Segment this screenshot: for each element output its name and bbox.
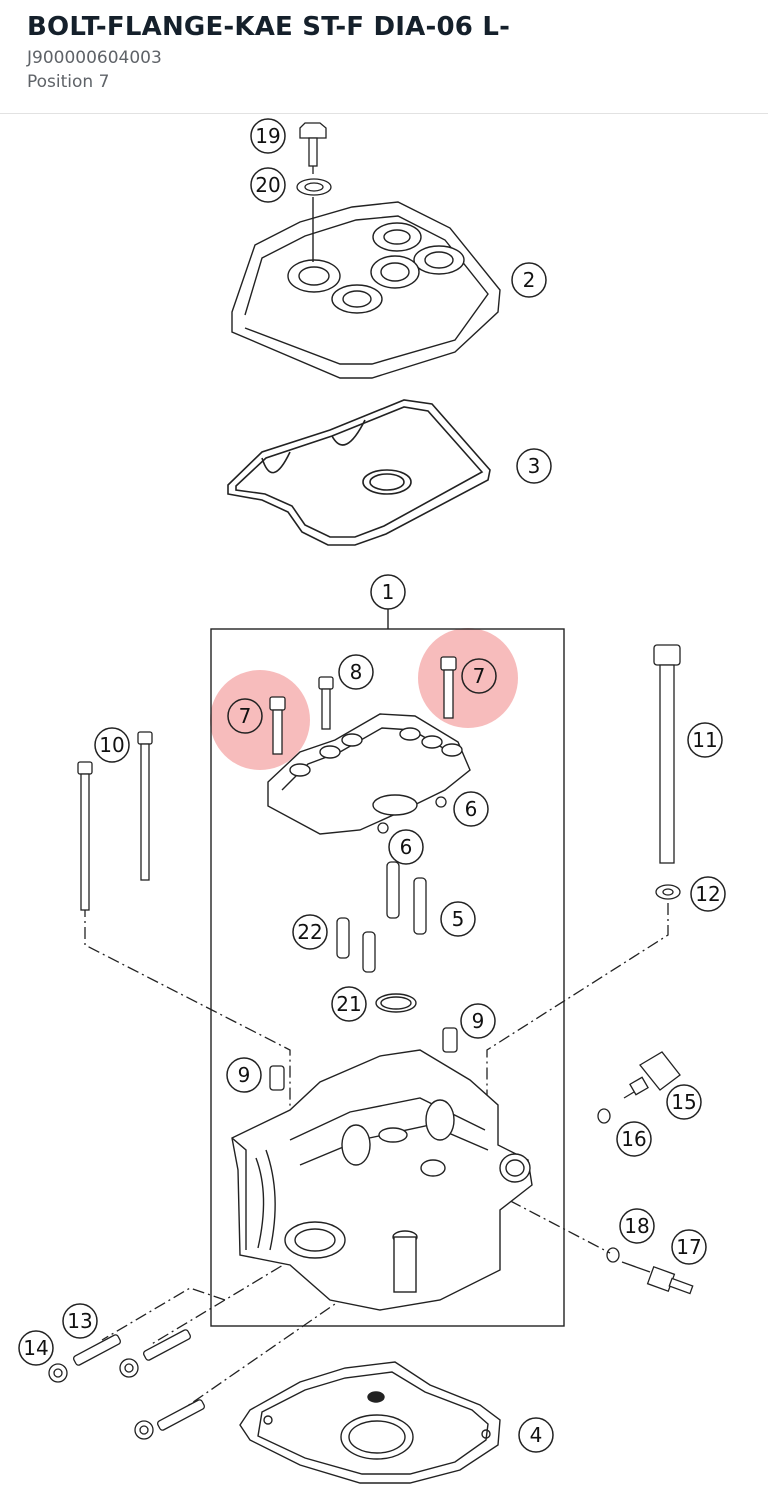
callout-18[interactable]: 18 — [619, 1208, 655, 1244]
camshaft-carrier — [267, 713, 471, 835]
part-13-studs — [72, 1329, 206, 1431]
callout-5[interactable]: 5 — [440, 901, 476, 937]
callout-12[interactable]: 12 — [690, 876, 726, 912]
part-16-o-ring — [597, 1108, 611, 1124]
part-7-bolt-right — [440, 656, 457, 719]
svg-text:3: 3 — [528, 454, 541, 478]
callout-21[interactable]: 21 — [331, 986, 367, 1022]
svg-text:20: 20 — [255, 173, 280, 197]
callout-7-left[interactable]: 7 — [227, 698, 263, 734]
svg-text:17: 17 — [676, 1235, 701, 1259]
page-header: BOLT-FLANGE-KAE ST-F DIA-06 L- J90000060… — [0, 0, 768, 114]
part-6-plug-upper — [435, 796, 447, 808]
cylinder-head-group-box — [210, 609, 565, 1327]
callouts: 19 20 2 3 1 8 7 7 — [18, 118, 726, 1453]
callout-1[interactable]: 1 — [370, 574, 406, 610]
callout-9-left[interactable]: 9 — [226, 1057, 262, 1093]
callout-9-right[interactable]: 9 — [460, 1003, 496, 1039]
part-9-dowel-right — [442, 1027, 458, 1053]
svg-text:5: 5 — [452, 907, 465, 931]
part-18-washer — [606, 1247, 620, 1263]
cylinder-head — [231, 1049, 533, 1311]
svg-text:13: 13 — [67, 1309, 92, 1333]
callout-8[interactable]: 8 — [338, 654, 374, 690]
callout-15[interactable]: 15 — [666, 1084, 702, 1120]
part-8-bolt — [318, 676, 334, 730]
part-3-gasket — [227, 399, 491, 546]
part-20-washer — [296, 178, 332, 196]
svg-text:15: 15 — [671, 1090, 696, 1114]
callout-13[interactable]: 13 — [62, 1303, 98, 1339]
callout-14[interactable]: 14 — [18, 1330, 54, 1366]
callout-16[interactable]: 16 — [616, 1121, 652, 1157]
callout-3[interactable]: 3 — [516, 448, 552, 484]
callout-2[interactable]: 2 — [511, 262, 547, 298]
svg-text:14: 14 — [23, 1336, 48, 1360]
part-12-washer — [655, 884, 681, 900]
svg-text:9: 9 — [238, 1063, 251, 1087]
svg-text:1: 1 — [382, 580, 395, 604]
callout-4[interactable]: 4 — [518, 1417, 554, 1453]
svg-text:4: 4 — [530, 1423, 543, 1447]
part-9-dowel-left — [269, 1065, 285, 1091]
highlight-position-7 — [210, 628, 518, 770]
svg-text:6: 6 — [400, 835, 413, 859]
callout-10[interactable]: 10 — [94, 727, 130, 763]
part-number: J900000604003 — [27, 48, 162, 68]
part-7-bolt-left — [269, 696, 286, 755]
svg-text:21: 21 — [336, 992, 361, 1016]
part-position: Position 7 — [27, 72, 110, 92]
part-4-head-gasket — [239, 1361, 501, 1484]
part-2-valve-cover — [231, 197, 501, 379]
callout-19[interactable]: 19 — [250, 118, 286, 154]
callout-11[interactable]: 11 — [687, 722, 723, 758]
svg-text:19: 19 — [255, 124, 280, 148]
svg-text:2: 2 — [523, 268, 536, 292]
callout-17[interactable]: 17 — [671, 1229, 707, 1265]
part-21-o-ring — [375, 993, 417, 1013]
svg-text:10: 10 — [99, 733, 124, 757]
part-17-temp-sensor — [621, 1261, 694, 1295]
callout-6-lower[interactable]: 6 — [388, 829, 424, 865]
part-19-screw — [299, 122, 327, 174]
part-22-valve-guides — [336, 917, 376, 973]
svg-text:8: 8 — [350, 660, 363, 684]
callout-22[interactable]: 22 — [292, 914, 328, 950]
svg-text:18: 18 — [624, 1214, 649, 1238]
exploded-parts-diagram: 19 20 2 3 1 8 7 7 — [18, 118, 726, 1484]
callout-6-upper[interactable]: 6 — [453, 791, 489, 827]
part-6-plug-lower — [377, 822, 389, 834]
svg-text:12: 12 — [695, 882, 720, 906]
svg-text:22: 22 — [297, 920, 322, 944]
part-15-sensor — [623, 1051, 681, 1099]
part-10-bolts — [77, 731, 153, 911]
svg-text:16: 16 — [621, 1127, 646, 1151]
callout-7-right[interactable]: 7 — [461, 658, 497, 694]
part-11-stud-bolt — [653, 644, 681, 864]
part-14-nuts — [48, 1358, 154, 1440]
svg-text:7: 7 — [239, 704, 252, 728]
svg-text:9: 9 — [472, 1009, 485, 1033]
callout-20[interactable]: 20 — [250, 167, 286, 203]
svg-text:7: 7 — [473, 664, 486, 688]
part-5-valve-guides — [386, 861, 427, 935]
svg-text:11: 11 — [692, 728, 717, 752]
svg-text:6: 6 — [465, 797, 478, 821]
part-title: BOLT-FLANGE-KAE ST-F DIA-06 L- — [27, 12, 511, 42]
